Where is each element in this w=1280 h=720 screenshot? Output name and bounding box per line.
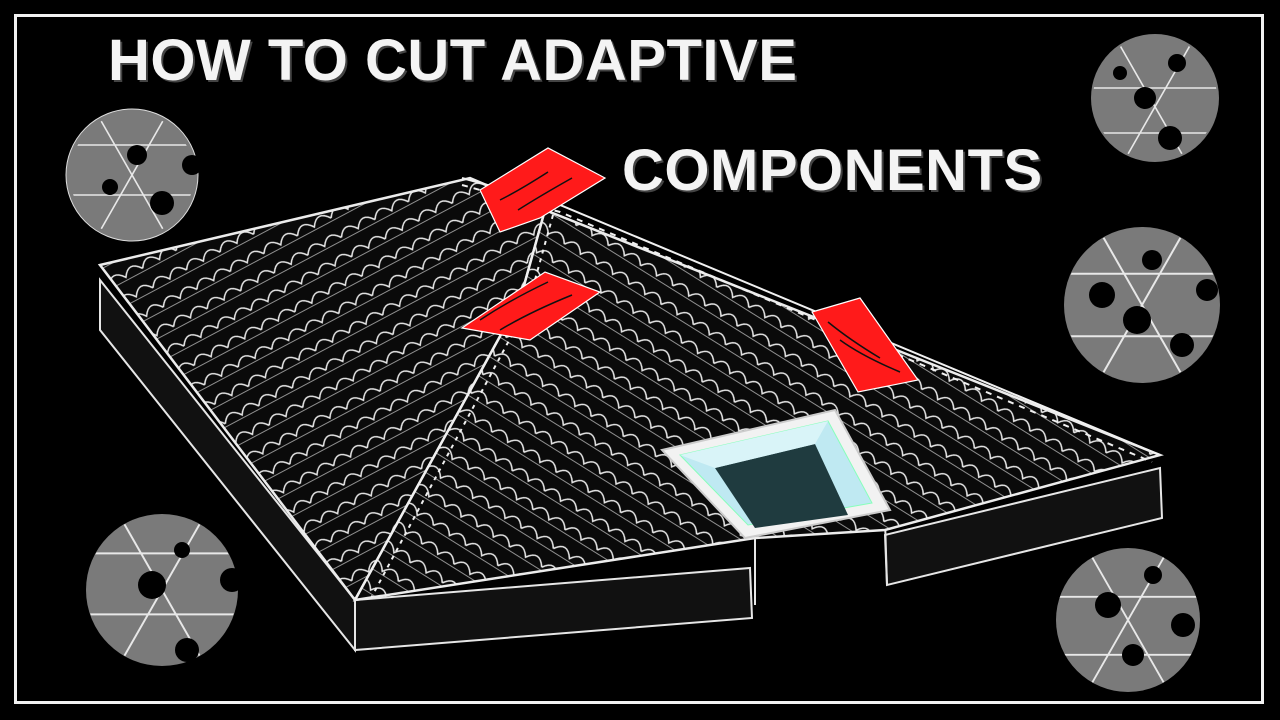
perforated-disc-icon: [1056, 548, 1200, 692]
perforated-disc-icon: [1064, 227, 1220, 383]
perforated-disc-icon: [86, 514, 244, 666]
perforated-disc-icon: [1091, 34, 1219, 162]
perforated-disc-icon: [65, 108, 202, 242]
title-line-2: COMPONENTS: [622, 138, 1043, 203]
thumbnail-frame: [14, 14, 1264, 704]
skylight-opening: [660, 408, 892, 540]
title-line-1: HOW TO CUT ADAPTIVE: [108, 28, 798, 93]
roof-slab: [99, 277, 1164, 653]
